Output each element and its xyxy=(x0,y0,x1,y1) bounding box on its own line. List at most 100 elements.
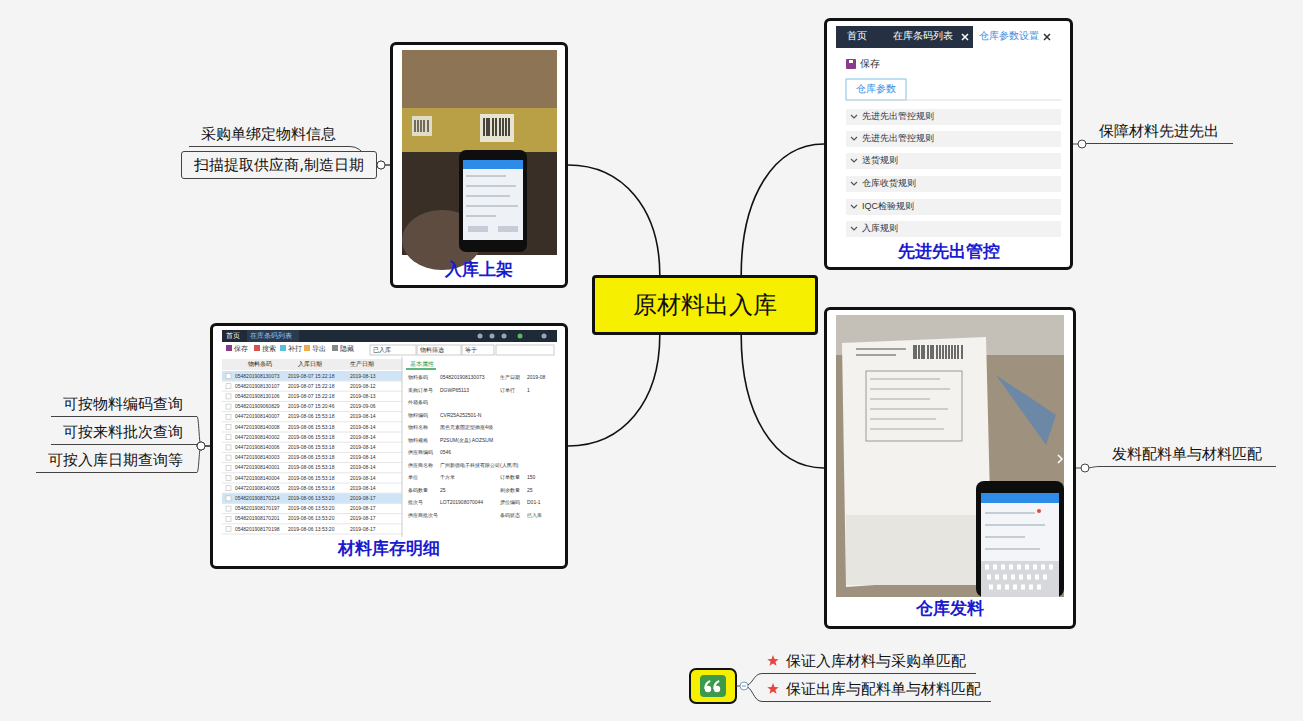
row-line xyxy=(222,452,402,453)
screen-text: 物料筛选 xyxy=(420,347,444,353)
topic-text: 可按入库日期查询等 xyxy=(48,451,183,469)
junction-dot xyxy=(1081,464,1089,472)
edge-connector xyxy=(741,335,824,468)
screen-text: 0447201908140002 xyxy=(235,435,280,440)
screen-text: 首页 xyxy=(847,31,867,41)
leaf-topic: 采购单绑定物料信息 xyxy=(189,122,350,147)
row-line xyxy=(222,432,402,433)
screen-text: 2019-08-14 xyxy=(350,486,376,491)
image-topic: 仓库发料 xyxy=(824,307,1076,629)
screen-text: 2019-08-06 15:53:18 xyxy=(288,425,334,430)
toolbar-dot xyxy=(518,334,523,339)
screen-text: 隐藏 xyxy=(340,345,354,352)
junction-dot xyxy=(197,442,205,450)
edge-connector xyxy=(568,165,660,275)
topic-text: 原材料出入库 xyxy=(633,290,777,320)
screen-text: 供应商批次号 xyxy=(408,513,438,518)
topic-text: 保证出库与配料单与材料匹配 xyxy=(786,680,981,698)
screen-text: 2019-08-06 13:53:20 xyxy=(288,516,334,521)
screen-button xyxy=(498,226,518,232)
row-checkbox xyxy=(226,455,231,460)
panel-tab-underline xyxy=(406,368,436,370)
row-checkbox xyxy=(226,486,231,491)
rule-row xyxy=(846,221,1061,237)
screen-text: 生产日期 xyxy=(500,375,520,380)
frame-ground xyxy=(211,324,567,568)
row-line xyxy=(222,503,402,504)
screen-text: 2019-08-14 xyxy=(350,465,376,470)
row-line xyxy=(222,411,402,412)
screen-text: 2019-08-12 xyxy=(350,384,376,389)
screen-text: 补打 xyxy=(288,345,302,352)
screen-text: CVR25A252501-N xyxy=(440,413,481,418)
leaf-topic: 扫描提取供应商,制造日期 xyxy=(181,151,377,179)
screen-text: 2019-08-06 15:53:18 xyxy=(288,445,334,450)
screen-text: 2019-09-06 xyxy=(350,404,376,409)
row-checkbox xyxy=(226,527,231,532)
screen-text: 0447201908140006 xyxy=(235,445,280,450)
leaf-topic: 可按物料编码查询 xyxy=(51,392,197,417)
note-item: 保证入库材料与采购单匹配 xyxy=(762,649,976,674)
chevron-icons xyxy=(851,115,857,230)
screen-text: 2019-08-14 xyxy=(350,445,376,450)
screen-text: 入库日期 xyxy=(298,361,322,367)
screen-text: 外箱条码 xyxy=(408,400,428,405)
leaf-topic: 发料配料单与材料匹配 xyxy=(1100,442,1276,467)
dropdown xyxy=(417,345,461,355)
image-caption: 仓库发料 xyxy=(827,597,1073,619)
screen-text: 2019-08-07 15:20:46 xyxy=(288,404,334,409)
edge-connector xyxy=(197,417,210,447)
edge-connector xyxy=(741,144,824,275)
screen-text: 2019-08-06 15:53:18 xyxy=(288,455,334,460)
keyboard xyxy=(981,561,1059,597)
junction-dot xyxy=(1078,140,1086,148)
screen-text: 订单数量 xyxy=(500,475,520,480)
print-lines xyxy=(870,379,950,429)
row-line xyxy=(222,462,402,463)
screen-text: 2019-08-06 13:53:20 xyxy=(288,506,334,511)
row-line xyxy=(222,421,402,422)
row-line xyxy=(222,442,402,443)
toolbar-dot xyxy=(502,334,507,339)
screen-text: 0447201908140005 xyxy=(235,486,280,491)
image-caption: 入库上架 xyxy=(393,258,565,280)
screen-text: 在库条码列表 xyxy=(250,332,292,339)
topic-text: 可按物料编码查询 xyxy=(63,395,183,413)
screen-text: 供应商名称 xyxy=(408,463,433,468)
phone xyxy=(976,481,1064,597)
screen-text: 条码数量 xyxy=(408,488,428,493)
table-header xyxy=(222,359,402,370)
topic-text: 发料配料单与材料匹配 xyxy=(1112,445,1262,463)
leaf-curve xyxy=(197,417,210,447)
screen-lines xyxy=(985,513,1045,549)
barcode-bars xyxy=(484,118,509,136)
screen-text: 2019-08-06 15:53:18 xyxy=(288,414,334,419)
table-rows xyxy=(222,371,402,534)
screen-text: 0548201909060829 xyxy=(235,404,280,409)
screen-text: 0548201908130073 xyxy=(440,375,485,380)
frame-ground xyxy=(391,43,567,287)
tool-icon xyxy=(332,345,338,351)
photo-ground xyxy=(836,315,1064,597)
screen-text: 0548201908130107 xyxy=(235,384,280,389)
divider xyxy=(846,100,1061,101)
tool-icon xyxy=(280,345,286,351)
screen-text: 25 xyxy=(527,488,533,493)
screen-text: 0548201908170214 xyxy=(235,496,280,501)
toolbar-dot xyxy=(478,334,483,339)
row-checkbox xyxy=(226,425,231,430)
rule-row xyxy=(846,199,1061,215)
stock-screenshot xyxy=(222,330,557,537)
screen-text: 物料规格 xyxy=(408,438,428,443)
note-box xyxy=(690,669,736,703)
row-checkbox xyxy=(226,384,231,389)
toolbar-dot xyxy=(542,334,547,339)
row-line xyxy=(222,391,402,392)
label-strip xyxy=(402,108,557,152)
box-print xyxy=(996,375,1056,445)
screen-text: 0447201908140001 xyxy=(235,465,280,470)
quote-icon xyxy=(700,675,726,697)
